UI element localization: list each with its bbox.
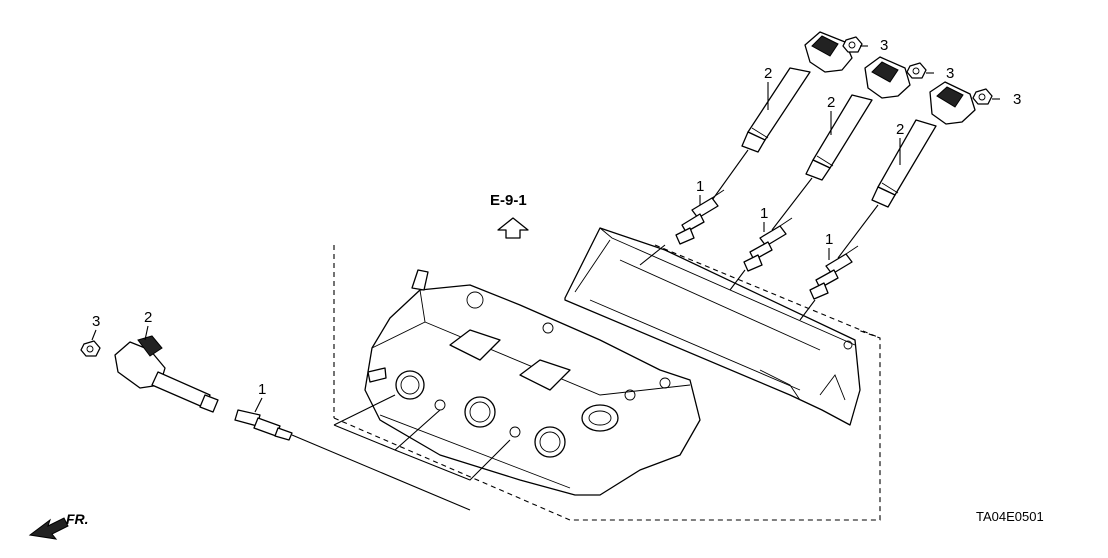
dashed-boundary [333,244,881,521]
front-arrow [28,517,69,540]
callouts: 3 3 3 2 2 2 1 1 1 3 2 1 [92,37,1021,398]
nut-rear-1 [842,36,863,53]
ignition-coil-rear-2 [805,56,911,181]
ignition-coil-rear-3 [871,81,976,208]
coil-plug-leaders [704,149,879,259]
front-head-cover [364,269,701,496]
ignition-coil-rear-1 [741,31,853,153]
callout-plug-rear-2: 1 [760,205,768,222]
spark-plug-rear-1 [675,189,725,245]
nut-rear-2 [906,62,927,79]
rear-head-cover [564,227,861,426]
nut-rear-3 [972,88,993,105]
callout-nut-front: 3 [92,313,100,330]
callout-nut-rear-3: 3 [1013,91,1021,108]
callout-nut-rear-2: 3 [946,65,954,82]
callout-coil-rear-2: 2 [827,94,835,111]
diagram-code: TA04E0501 [976,509,1044,524]
spark-plug-rear-3 [809,245,859,300]
callout-coil-rear-3: 2 [896,121,904,138]
ignition-coil-front [114,335,219,413]
callout-plug-rear-3: 1 [825,231,833,248]
callout-plug-rear-1: 1 [696,178,704,195]
callout-coil-rear-1: 2 [764,65,772,82]
leader-lines [291,244,816,511]
spark-plug-rear-2 [743,217,793,272]
reference-arrow [497,217,529,239]
callout-nut-rear-1: 3 [880,37,888,54]
callout-leaders [91,45,1000,413]
reference-label: E-9-1 [490,192,527,209]
nut-front [80,340,101,357]
callout-plug-front: 1 [258,381,266,398]
callout-coil-front: 2 [144,309,152,326]
front-label: FR. [66,511,89,527]
spark-plug-front [234,409,293,441]
